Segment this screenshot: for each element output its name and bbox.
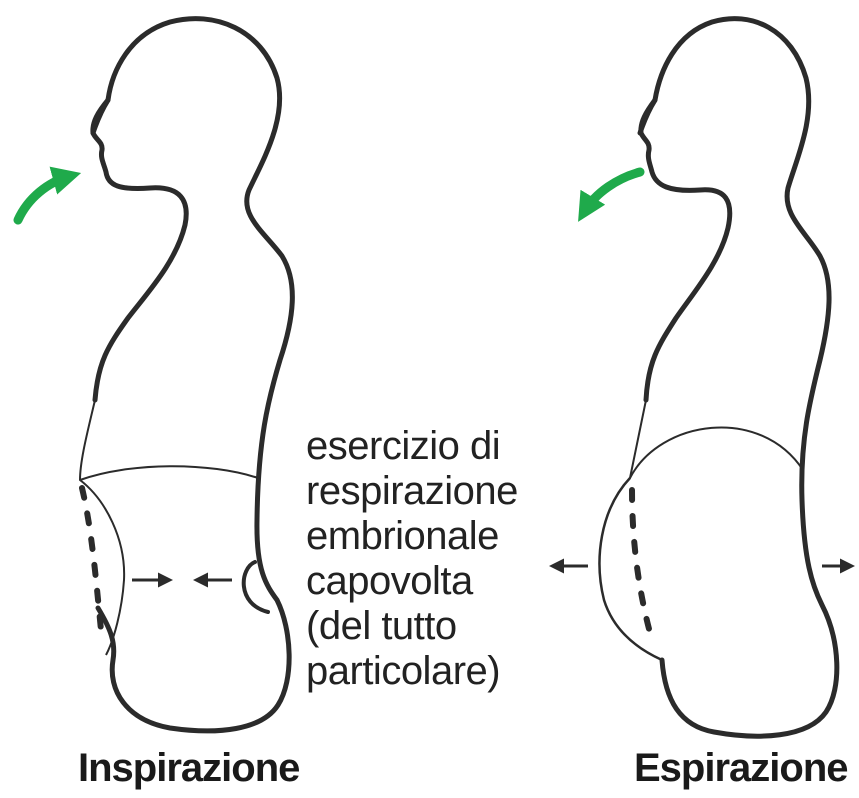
exercise-note-line: respirazione — [306, 469, 546, 514]
expiration-abdominal-dashed-line — [632, 490, 652, 640]
inspiration-face-front — [93, 100, 186, 400]
expiration-body-outline — [640, 19, 837, 737]
inspiration-figure — [18, 19, 292, 731]
exercise-note-line: capovolta — [306, 559, 546, 604]
expiration-face-front — [641, 100, 730, 400]
inspiration-torso-front-line — [80, 400, 95, 480]
inspiration-body-outline — [93, 19, 292, 731]
exercise-note-line: (del tutto — [306, 604, 546, 649]
green-curved-arrow-up-icon — [18, 176, 70, 220]
exercise-note-line: embrionale — [306, 514, 546, 559]
exercise-note: esercizio di respirazione embrionale cap… — [306, 424, 546, 694]
exercise-note-line: particolare) — [306, 649, 546, 694]
inspiration-caption: Inspirazione — [78, 744, 299, 792]
expiration-caption: Espirazione — [634, 744, 848, 792]
expiration-bulging-abdomen — [600, 478, 662, 660]
exercise-note-line: esercizio di — [306, 424, 546, 469]
green-curved-arrow-down-icon — [584, 172, 640, 212]
expiration-figure — [552, 19, 852, 737]
inspiration-abdominal-dashed-line — [82, 488, 102, 640]
inspiration-back-hook — [244, 562, 268, 612]
inspiration-diaphragm-line — [80, 466, 258, 480]
expiration-diaphragm-dome — [630, 427, 803, 478]
